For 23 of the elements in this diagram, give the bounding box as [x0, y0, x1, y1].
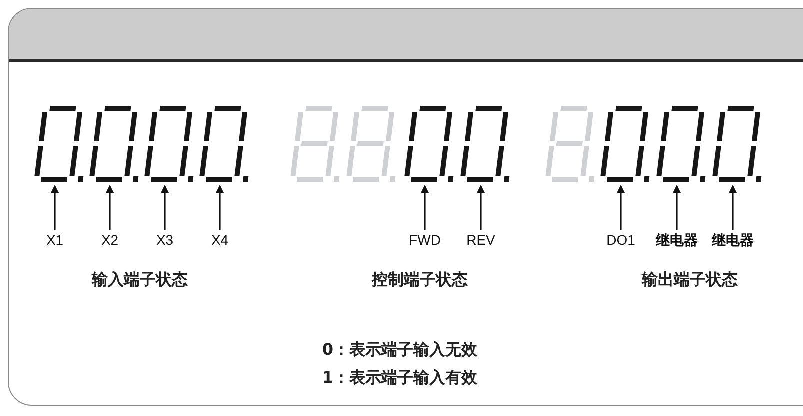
- leader-arrow: [673, 185, 681, 230]
- leader-arrow: [729, 185, 737, 230]
- leader-arrow: [477, 185, 485, 230]
- leader-arrow: [216, 185, 224, 230]
- group-caption: 输入端子状态: [92, 270, 188, 290]
- terminal-label: X3: [156, 232, 174, 248]
- leader-arrow: [421, 185, 429, 230]
- terminal-label: X4: [211, 232, 229, 248]
- group-caption: 输出端子状态: [642, 270, 738, 290]
- terminal-label: DO1: [606, 232, 636, 248]
- leader-arrow: [617, 185, 625, 230]
- terminal-label: FWD: [409, 232, 441, 248]
- terminal-label: 继电器: [656, 232, 698, 248]
- leader-arrow: [51, 185, 59, 230]
- group-caption: 控制端子状态: [372, 270, 468, 290]
- note-text: 1：表示端子输入有效: [322, 368, 478, 388]
- note-text: 0：表示端子输入无效: [322, 340, 478, 360]
- terminal-label: REV: [466, 232, 496, 248]
- leader-arrow: [161, 185, 169, 230]
- leader-arrow: [106, 185, 114, 230]
- terminal-label: 继电器: [712, 232, 754, 248]
- terminal-label: X1: [46, 232, 64, 248]
- terminal-label: X2: [101, 232, 119, 248]
